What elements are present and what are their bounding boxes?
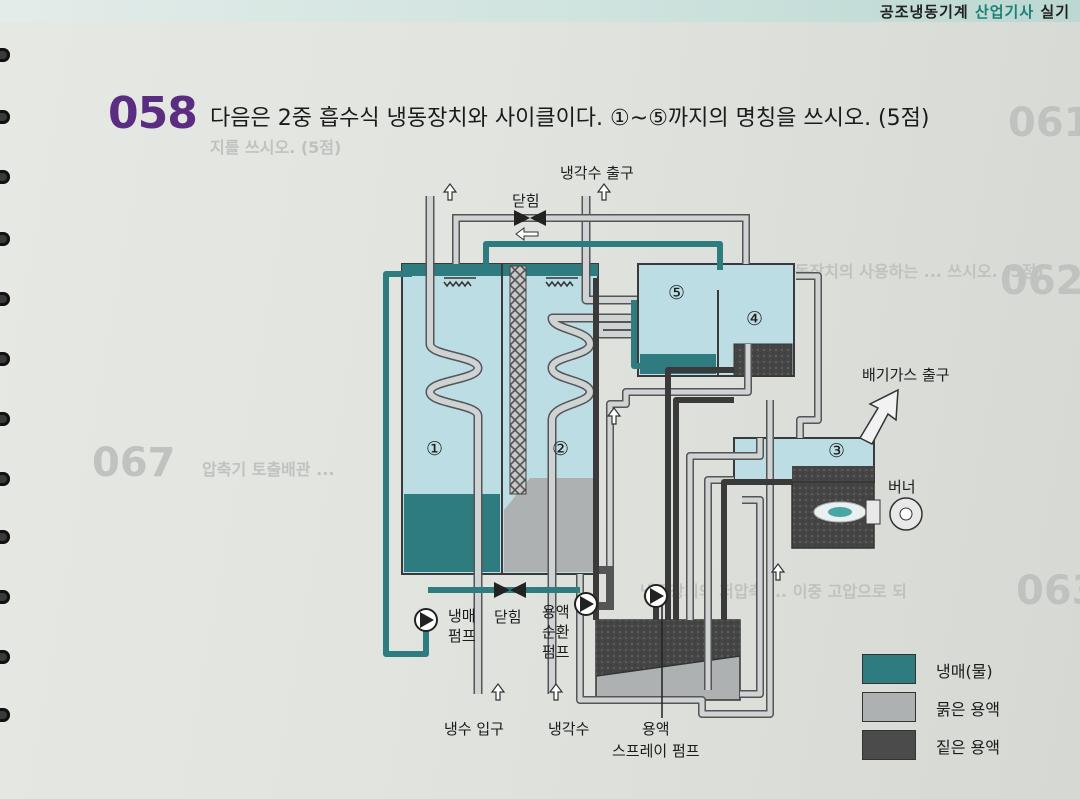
refrigerant-pump-label: 냉매 펌프 bbox=[448, 607, 476, 645]
chilled-water-coil bbox=[425, 196, 483, 694]
closed-valve-bottom bbox=[428, 582, 580, 598]
legend-label-concentrated: 짙은 용액 bbox=[936, 738, 1000, 757]
exhaust-arrow bbox=[858, 388, 899, 445]
legend-swatch-dilute bbox=[862, 692, 916, 722]
flow-arrows bbox=[442, 183, 786, 701]
eliminator-coil bbox=[509, 265, 527, 495]
component-3-label: ③ bbox=[828, 440, 846, 462]
cooling-water-inlet-label: 냉각수 bbox=[548, 720, 590, 738]
legend-swatch-concentrated bbox=[862, 730, 916, 760]
component-5-label: ⑤ bbox=[668, 282, 686, 304]
concentrated-solution-pipes bbox=[593, 278, 792, 620]
component-2-label: ② bbox=[552, 438, 570, 460]
component-1-label: ① bbox=[426, 438, 444, 460]
solution-circulation-pump-icon bbox=[574, 592, 598, 616]
solution-heat-exchanger bbox=[595, 619, 741, 701]
spray-pump-icon bbox=[644, 584, 668, 718]
ghost-number-2: 062 bbox=[1000, 258, 1080, 304]
question-number: 058 bbox=[108, 88, 198, 139]
ghost-line-3: 압축기 토출배관 ... bbox=[202, 460, 335, 479]
component-4-label: ④ bbox=[746, 308, 764, 330]
closed-valve-top bbox=[514, 210, 546, 241]
header-title-prefix: 공조냉동기계 bbox=[879, 3, 969, 21]
refrigerant-pump-icon bbox=[414, 608, 438, 632]
condenser-generator-shell bbox=[637, 263, 795, 377]
refrigerant-pool-1 bbox=[404, 494, 500, 572]
chilled-water-inlet-label: 냉수 입구 bbox=[444, 720, 504, 738]
header-band bbox=[0, 0, 1080, 22]
closed-top-label: 닫힘 bbox=[512, 192, 540, 210]
ghost-line-1: 지를 쓰시오. (5점) bbox=[210, 138, 342, 157]
spray-pump-label: 용액 스프레이 펌프 bbox=[612, 720, 700, 760]
legend-label-refrigerant: 냉매(물) bbox=[936, 662, 993, 681]
cooling-water-outlet-label: 냉각수 출구 bbox=[560, 164, 634, 182]
legend-label-dilute: 묽은 용액 bbox=[936, 700, 1000, 719]
ghost-number-4: 063 bbox=[1016, 568, 1080, 614]
legend-swatch-refrigerant bbox=[862, 654, 916, 684]
question-text: 다음은 2중 흡수식 냉동장치와 사이클이다. ①~⑤까지의 명칭을 쓰시오. … bbox=[210, 106, 930, 131]
closed-bottom-label: 닫힘 bbox=[494, 608, 522, 626]
running-header: 공조냉동기계 산업기사 실기 bbox=[880, 1, 1070, 22]
vapor-bypass-line bbox=[452, 214, 750, 264]
ghost-number-1: 061 bbox=[1008, 100, 1080, 146]
header-title-suffix: 실기 bbox=[1040, 3, 1070, 21]
header-title-accent: 산업기사 bbox=[974, 3, 1035, 21]
lp-generator-concentrated bbox=[733, 343, 793, 377]
dilute-solution-pipes bbox=[576, 272, 822, 718]
ghost-line-2: 냉동장치의 사용하는 ... 쓰시오. (5점) bbox=[780, 262, 1044, 281]
ghost-number-3: 067 bbox=[92, 440, 176, 486]
solution-pump-label: 용액 순환 펌프 bbox=[542, 603, 570, 661]
burner-label: 버너 bbox=[888, 478, 916, 496]
exhaust-outlet-label: 배기가스 출구 bbox=[862, 366, 950, 384]
evaporator-absorber-shell bbox=[401, 263, 599, 575]
